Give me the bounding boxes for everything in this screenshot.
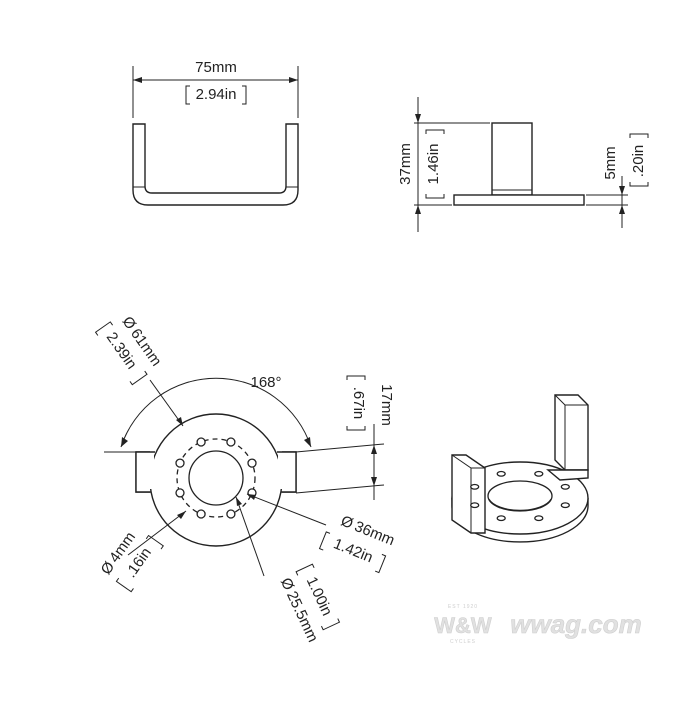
width-in-label: 2.94in [196, 86, 237, 103]
watermark: EST 1920 W&W CYCLES wwag.com [434, 604, 642, 645]
thickness-in-brackets [629, 133, 649, 187]
center-hole-label-group: Ø25.5mm 1.00in [277, 563, 341, 645]
iso-bolt-hole [560, 483, 570, 490]
bolt-circle-label-group: Ø36mm 1.42in [318, 512, 397, 574]
center-hole [188, 450, 244, 506]
iso-tab-right-base [546, 469, 589, 481]
bolt-circle [176, 438, 256, 518]
watermark-site: wwag.com [510, 609, 641, 639]
tab-left-edge [135, 451, 150, 493]
bolt-hole [226, 509, 236, 519]
bolt-hole [247, 458, 257, 468]
front-view: 75mm 2.94in [132, 59, 299, 206]
bolt-hole [175, 488, 185, 498]
tab-height-arrowheads [371, 445, 377, 486]
iso-bolt-hole [560, 502, 570, 509]
iso-tab-right [554, 394, 589, 471]
front-view-outline [132, 123, 299, 206]
iso-bolt-hole [534, 515, 544, 522]
outer-dia-arrowhead [176, 417, 183, 426]
iso-bolt-hole [496, 470, 506, 477]
center-hole-leader [235, 496, 265, 577]
iso-tab-right-edges [554, 394, 588, 470]
angle-label: 168° [250, 374, 281, 391]
iso-bolt-hole [470, 502, 480, 509]
thickness-in-label: .20in [630, 145, 647, 178]
top-view: 168° Ø61mm 2.39in 17mm .67in Ø4mm .16in … [94, 313, 397, 645]
tab-right-edge [282, 451, 297, 493]
side-view-upright [491, 122, 533, 196]
watermark-est: EST 1920 [448, 604, 478, 610]
bolt-hole [196, 509, 206, 519]
bolt-hole [226, 437, 236, 447]
iso-center-hole [487, 480, 553, 512]
iso-tab-left-edges [451, 454, 485, 533]
tab-height-extension-bottom [295, 484, 385, 494]
width-in-brackets [185, 85, 247, 105]
thickness-mm-label: 5mm [602, 146, 619, 179]
hole-dia-in-brackets [115, 534, 164, 593]
bolt-hole [196, 437, 206, 447]
hole-dia-label-group: Ø4mm .16in [98, 529, 164, 593]
iso-bolt-hole [470, 483, 480, 490]
side-view-base [453, 194, 585, 206]
hole-dia-leader [127, 510, 187, 556]
iso-bolt-holes [470, 470, 570, 522]
center-hole-in-brackets [295, 563, 341, 631]
width-mm-label: 75mm [195, 59, 237, 76]
bolt-hole [175, 458, 185, 468]
angle-extension-right [295, 443, 385, 453]
outer-dia-label-group: Ø61mm 2.39in [94, 313, 165, 386]
iso-bolt-hole [496, 515, 506, 522]
iso-bolt-hole [534, 470, 544, 477]
bolt-circle-leader [246, 493, 327, 526]
side-view: 37mm 1.46in 5mm .20in [397, 97, 649, 232]
angle-arc [120, 377, 312, 448]
watermark-logo: W&W [434, 613, 492, 638]
bolt-circle-in-brackets [318, 531, 387, 574]
height-in-label: 1.46in [425, 144, 442, 185]
height-mm-label: 37mm [397, 143, 414, 185]
center-hole-arrowhead [236, 497, 242, 506]
hole-dia-arrowhead [177, 511, 186, 519]
outer-dia-leader [149, 379, 184, 427]
tab-height-mm-label: 17mm [378, 384, 395, 426]
bolt-circle-arrowhead [247, 494, 256, 500]
isometric-view [451, 394, 589, 543]
tab-height-in-brackets [346, 375, 366, 431]
iso-center-hole-depth [488, 498, 552, 511]
outer-dia-in-brackets [94, 321, 148, 386]
height-in-brackets [425, 129, 445, 199]
bolt-holes [175, 437, 257, 519]
thickness-arrowheads [619, 186, 625, 214]
watermark-tag: CYCLES [450, 639, 476, 645]
tab-height-in-label: .67in [350, 387, 367, 420]
iso-tab-left [451, 454, 486, 534]
